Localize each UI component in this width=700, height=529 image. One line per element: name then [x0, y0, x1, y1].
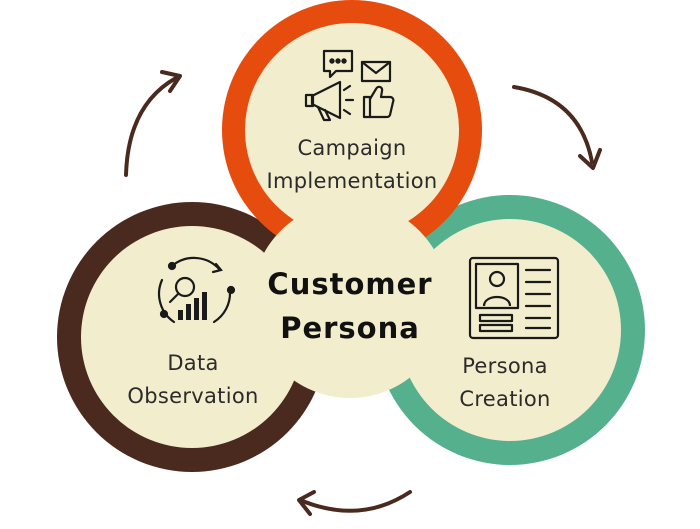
campaign-label-line1: Campaign — [297, 136, 407, 160]
observation-label-line2: Observation — [127, 384, 259, 408]
arrow-to-observation — [297, 490, 412, 516]
arrow-to-campaign — [124, 70, 182, 177]
arrow-to-creation — [512, 85, 602, 170]
campaign-label-line2: Implementation — [266, 169, 438, 193]
center-title-line1: Customer — [267, 267, 433, 301]
creation-label: Persona Creation — [430, 350, 580, 416]
analytics-magnifier-cycle-icon — [157, 256, 236, 324]
creation-label-line2: Creation — [459, 387, 551, 411]
observation-label: Data Observation — [108, 347, 278, 413]
campaign-label: Campaign Implementation — [262, 132, 442, 198]
center-title: Customer Persona — [225, 262, 475, 350]
creation-label-line1: Persona — [462, 354, 548, 378]
profile-card-icon — [468, 256, 560, 340]
megaphone-chat-mail-like-icon — [304, 49, 395, 122]
center-title-line2: Persona — [280, 311, 420, 345]
observation-label-line1: Data — [167, 351, 219, 375]
